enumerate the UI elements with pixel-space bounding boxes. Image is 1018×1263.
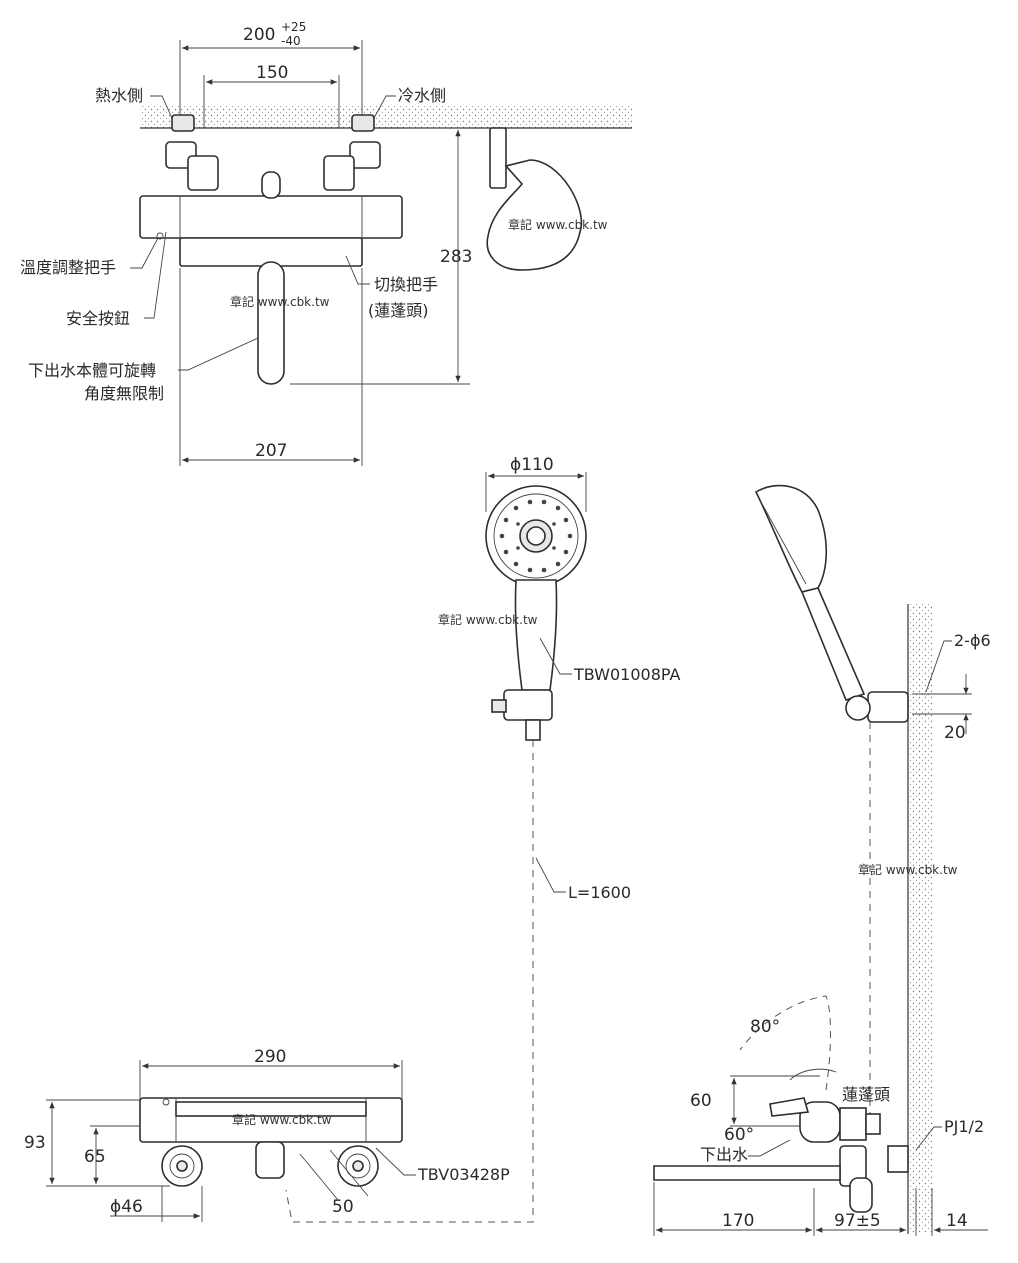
label-safety-button: 安全按鈕 <box>66 309 130 328</box>
side-lever <box>769 1097 810 1117</box>
dim-tol-plus: +25 <box>281 20 306 34</box>
inlet-fitting-cold <box>323 114 381 191</box>
shower-holder <box>503 689 553 721</box>
label-switch-handle-2: (蓮蓬頭) <box>368 301 429 320</box>
hose-path <box>285 740 534 1223</box>
watermark-2: 章記 www.cbk.tw <box>508 217 608 232</box>
inlet-fitting-hot <box>165 114 219 191</box>
model-hand-shower: TBW01008PA <box>573 665 681 684</box>
dim-150: 150 <box>256 63 288 83</box>
holes-spec: 2-ϕ6 <box>954 631 991 650</box>
handle-swing-arc <box>739 995 831 1091</box>
dim-290: 290 <box>254 1047 286 1067</box>
dim-60: 60 <box>690 1091 712 1111</box>
dim-65: 65 <box>84 1147 106 1167</box>
dim-283: 283 <box>440 247 472 267</box>
label-switch-handle-1: 切換把手 <box>374 275 438 294</box>
side-holder <box>867 691 909 723</box>
faucet-body-top <box>139 171 403 267</box>
watermark-4: 章記 www.cbk.tw <box>858 862 958 877</box>
dim-phi46: ϕ46 <box>110 1197 143 1217</box>
front-inlet-right <box>337 1145 379 1187</box>
front-view: 290 93 65 ϕ46 50 <box>24 1047 510 1222</box>
dim-207: 207 <box>255 441 287 461</box>
shower-head-wall <box>486 127 583 271</box>
label-spout-rotate-1: 下出水本體可旋轉 <box>28 361 156 380</box>
side-shower-head <box>754 484 828 593</box>
angle-80: 80° <box>750 1017 780 1037</box>
watermark-5: 章記 www.cbk.tw <box>232 1112 332 1127</box>
dim-50: 50 <box>332 1197 354 1217</box>
dim-97: 97±5 <box>834 1211 881 1231</box>
watermark-1: 章記 www.cbk.tw <box>230 294 330 309</box>
top-view: 200 +25 -40 150 熱水側 冷水側 <box>20 20 632 466</box>
dim-93: 93 <box>24 1133 46 1153</box>
nozzle-dots <box>499 499 573 573</box>
label-thread: PJ1/2 <box>944 1117 984 1136</box>
wall-hatch-top <box>140 104 632 128</box>
dim-200: 200 <box>243 25 275 45</box>
side-view: 2-ϕ6 20 80° 60° 60 蓮蓬頭 下出水 PJ1/2 <box>653 484 991 1236</box>
shower-handle <box>514 579 558 691</box>
angle-60: 60° <box>724 1125 754 1145</box>
dim-tol-minus: -40 <box>281 34 301 48</box>
dim-20: 20 <box>944 723 966 743</box>
label-shower-outlet: 蓮蓬頭 <box>842 1085 890 1104</box>
watermark-3: 章記 www.cbk.tw <box>438 612 538 627</box>
label-spout-rotate-2: 角度無限制 <box>84 384 164 403</box>
dim-phi110: ϕ110 <box>510 455 554 475</box>
hose-length: L=1600 <box>568 883 631 902</box>
label-hot-side: 熱水側 <box>95 86 143 105</box>
dim-14: 14 <box>946 1211 968 1231</box>
hand-shower-view: ϕ110 TBW01008PA L=1600 章記 www.cbk.tw <box>285 455 681 1223</box>
spout-top <box>257 261 285 385</box>
label-spout-outlet: 下出水 <box>700 1145 748 1164</box>
side-spout <box>653 1165 841 1181</box>
model-faucet: TBV03428P <box>417 1165 510 1184</box>
side-shower-handle <box>800 587 866 701</box>
front-spout-outlet <box>255 1141 285 1179</box>
wall-hatch-side <box>908 604 932 1234</box>
dim-170: 170 <box>722 1211 754 1231</box>
front-inlet-left <box>161 1145 203 1187</box>
label-cold-side: 冷水側 <box>398 86 446 105</box>
label-temp-handle: 溫度調整把手 <box>20 258 116 277</box>
